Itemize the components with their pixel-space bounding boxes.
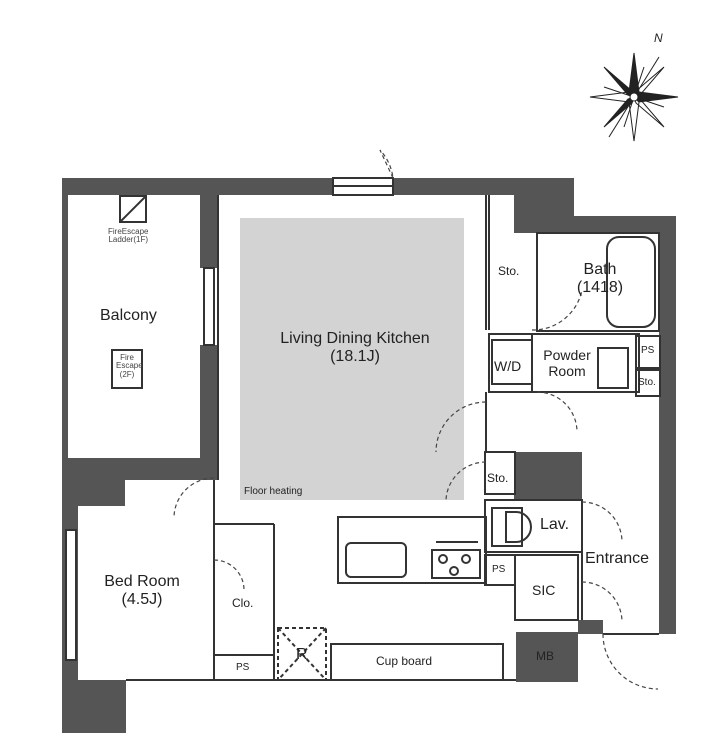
refrigerator-label: R (296, 646, 308, 663)
fire-escape-2f-line-3: (2F) (119, 369, 135, 379)
fire-escape-2f-label: Fire Escape (2F) (116, 353, 143, 379)
door-swings (173, 149, 659, 690)
bath-size: (1418) (576, 279, 624, 297)
ldk-label: Living Dining Kitchen (18.1J) (262, 330, 448, 367)
storage-small-label: Sto. (638, 377, 656, 388)
bedroom-label: Bed Room (4.5J) (96, 573, 188, 610)
lavatory-label: Lav. (540, 516, 570, 533)
partitions (65, 177, 661, 681)
powder-room-line-1: Powder (543, 347, 591, 363)
bath-label: Bath (1418) (568, 261, 632, 298)
entrance-label: Entrance (585, 550, 650, 567)
compass-icon (589, 52, 679, 142)
walls (62, 178, 676, 733)
ps-mid-label: PS (492, 564, 506, 575)
fire-escape-ladder-line-1: FireEscape (108, 227, 149, 236)
fire-escape-2f-line-1: Fire (120, 353, 134, 362)
meter-box-label: MB (536, 649, 554, 663)
floor-heating-label: Floor heating (244, 486, 303, 497)
ldk-name: Living Dining Kitchen (280, 330, 430, 347)
storage-upper-label: Sto. (498, 264, 520, 278)
ldk-size: (18.1J) (330, 348, 380, 366)
powder-room-line-2: Room (548, 363, 586, 380)
ps-bottom-label: PS (236, 662, 250, 673)
ps-right-label: PS (641, 345, 655, 356)
fire-escape-ladder-line-2: Ladder(1F) (108, 235, 149, 245)
bath-name: Bath (583, 261, 617, 278)
storage-mid-label: Sto. (487, 471, 509, 485)
balcony-label: Balcony (100, 307, 157, 324)
closet-label: Clo. (232, 596, 254, 610)
fire-escape-ladder-label: FireEscape Ladder(1F) (108, 227, 149, 245)
fire-escape-2f-line-2: Escape (116, 361, 143, 371)
compass-north-label: N (654, 31, 663, 45)
sic-label: SIC (532, 582, 556, 598)
floor-heating-area (240, 218, 464, 500)
powder-room-label: Powder Room (536, 347, 598, 379)
cupboard-label: Cup board (376, 654, 433, 668)
washer-dryer-label: W/D (494, 358, 522, 374)
bedroom-name: Bed Room (104, 573, 180, 590)
bedroom-size: (4.5J) (121, 591, 163, 609)
